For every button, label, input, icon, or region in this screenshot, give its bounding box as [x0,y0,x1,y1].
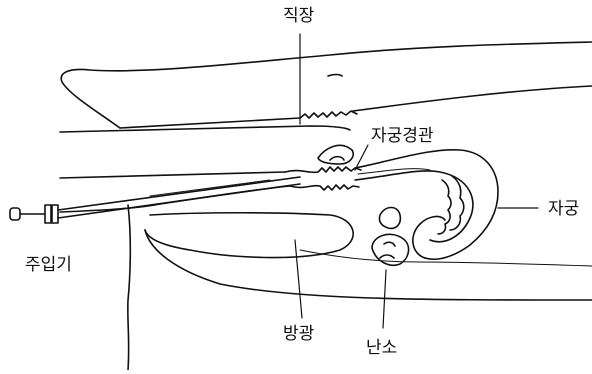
label-ovary: 난소 [366,340,397,357]
leader-lines [295,34,538,328]
bladder-outline [145,213,592,300]
uterus-outline [355,150,498,259]
label-syringe: 주입기 [25,257,72,274]
label-bladder: 방광 [283,326,314,343]
rectum-outline [60,42,592,132]
label-rectum: 직장 [283,8,314,25]
ovary-outline [372,208,409,266]
label-uterus: 자궁 [548,201,579,218]
syringe-drawing [10,177,300,223]
cervix-outline [285,145,361,190]
label-cervix: 자궁경관 [371,128,434,145]
